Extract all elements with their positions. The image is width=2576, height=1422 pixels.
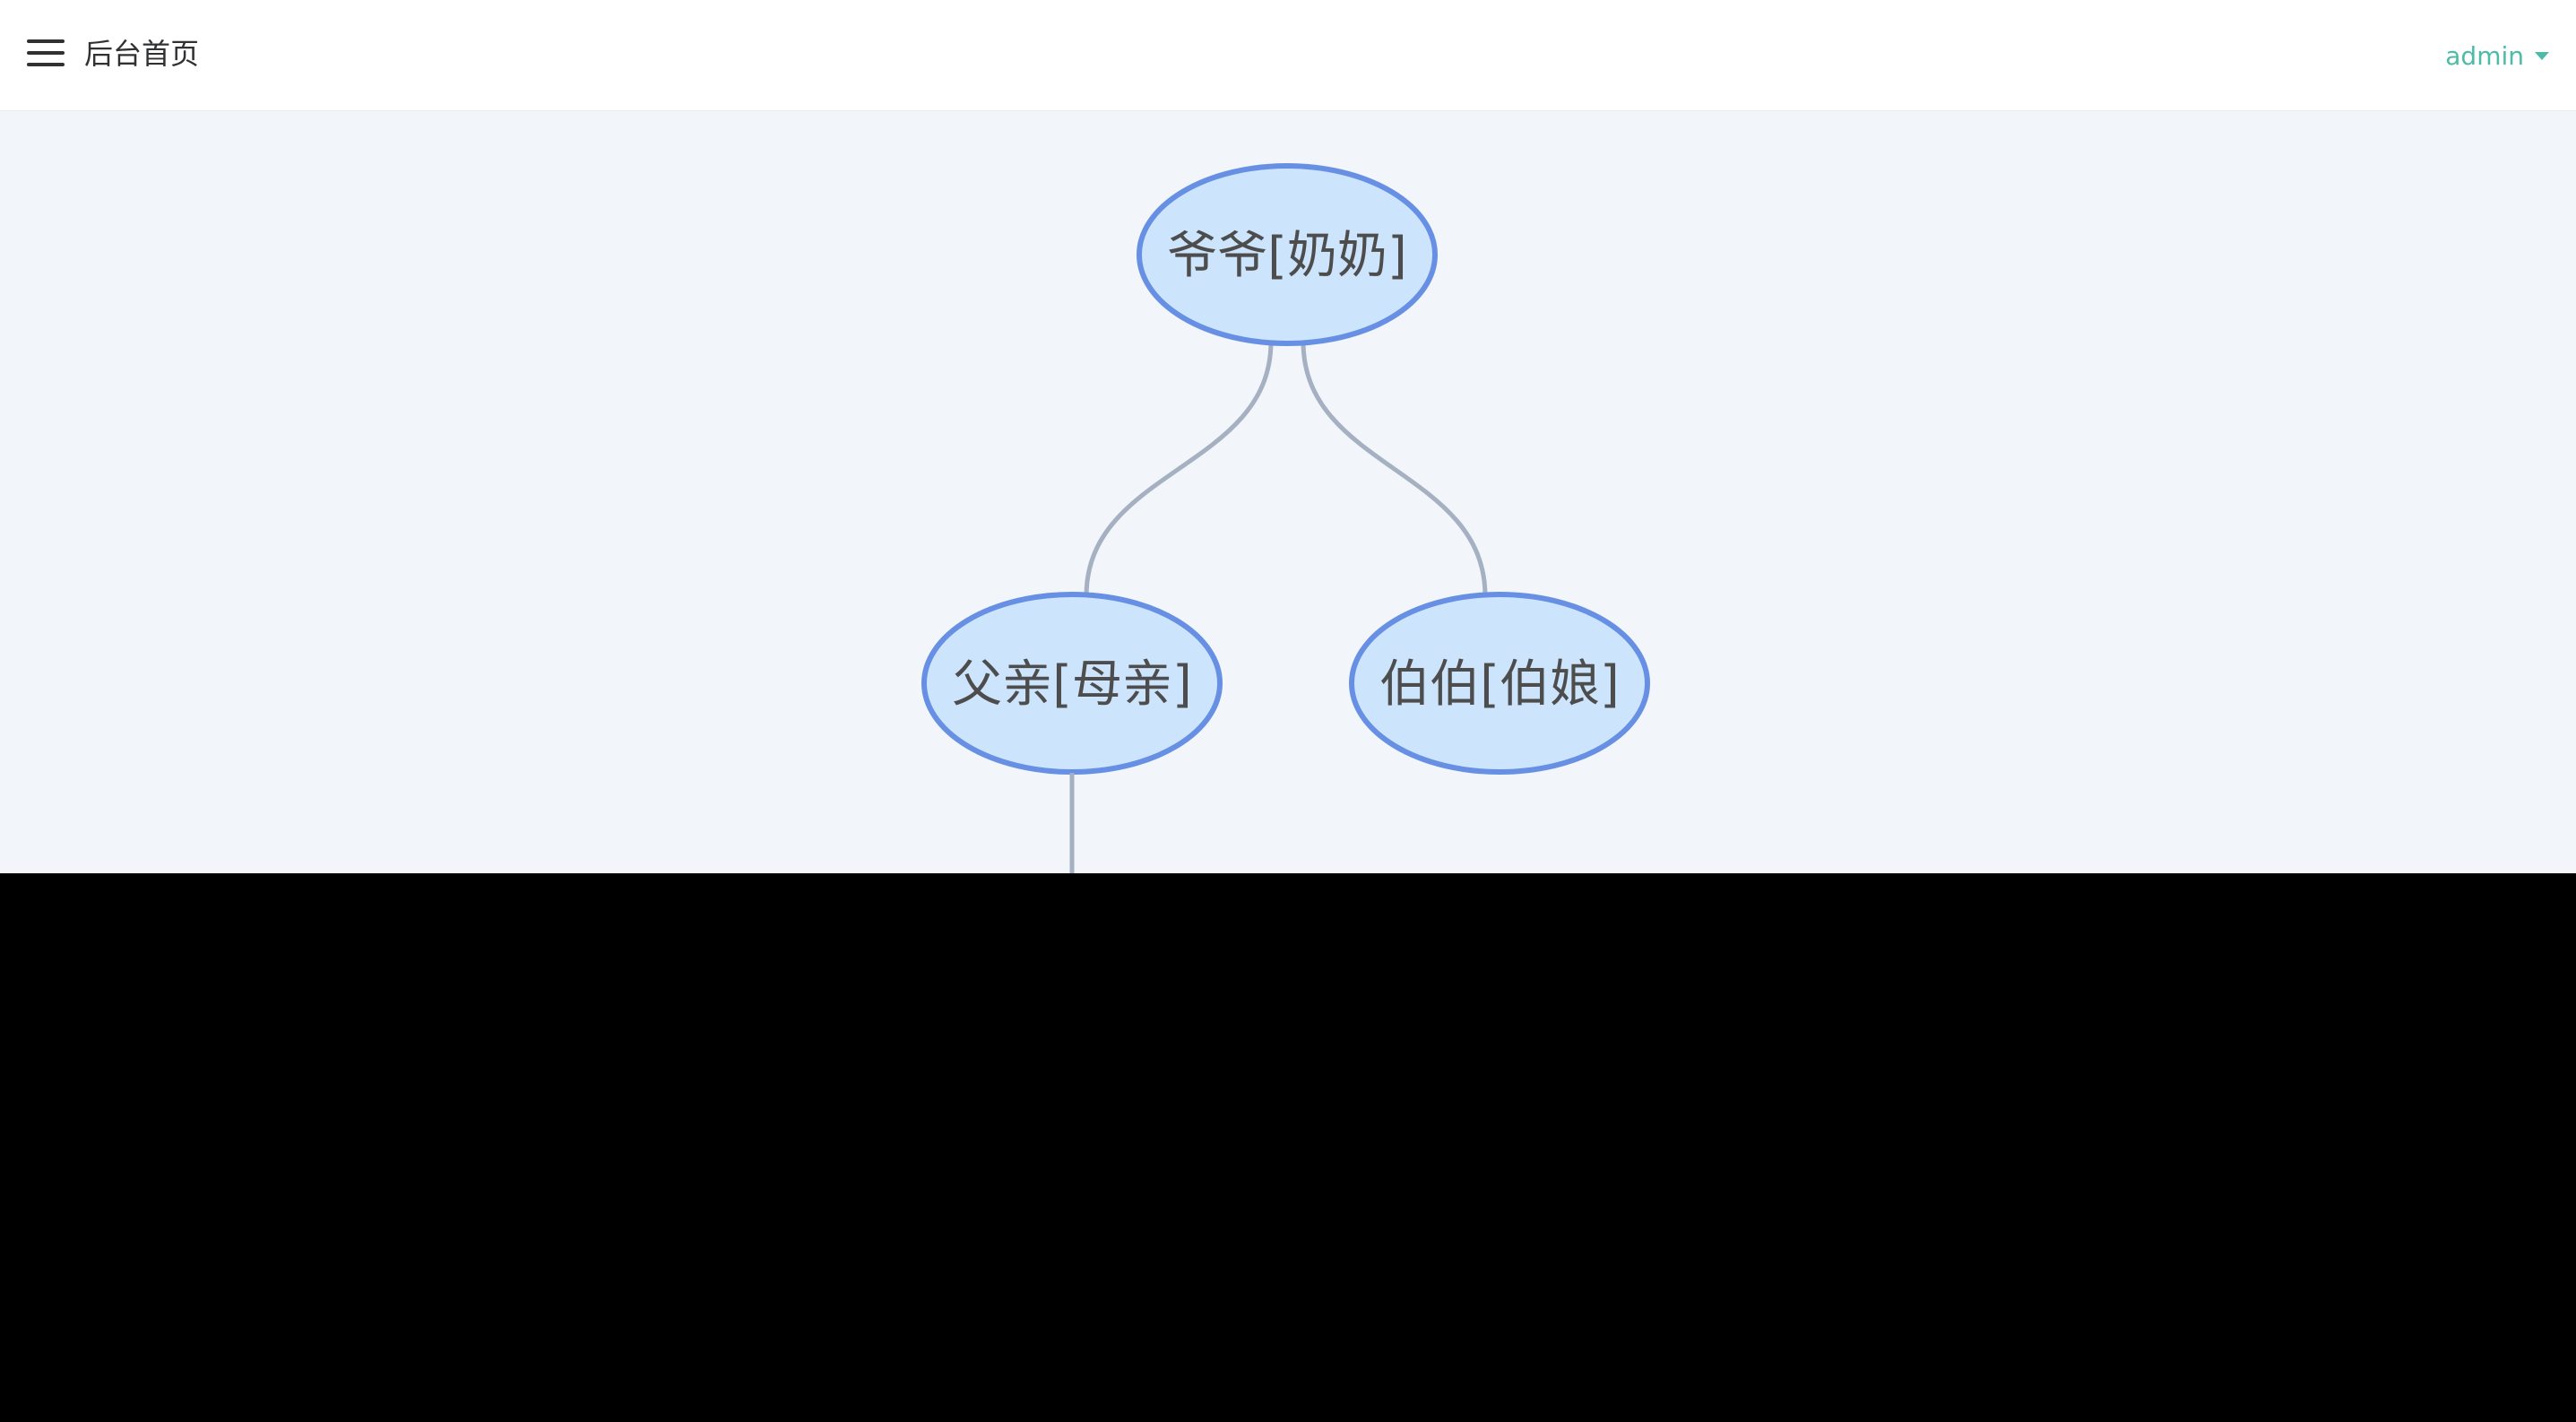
tree-node-uncle[interactable]: 伯伯[伯娘]: [1349, 592, 1650, 775]
tree-link-grandparents-uncle: [1301, 341, 1488, 597]
black-overlay: [0, 873, 2576, 1422]
hamburger-menu-icon[interactable]: [27, 38, 65, 68]
tree-node-grandparents[interactable]: 爷爷[奶奶]: [1137, 163, 1438, 346]
tree-node-parents[interactable]: 父亲[母亲]: [921, 592, 1223, 775]
tree-node-label: 父亲[母亲]: [952, 655, 1192, 714]
tree-node-label: 爷爷[奶奶]: [1167, 227, 1407, 285]
tree-node-shape: [921, 592, 1223, 775]
user-dropdown[interactable]: admin: [2445, 38, 2549, 74]
tree-link-grandparents-parents: [1084, 341, 1274, 597]
username-label: admin: [2445, 40, 2524, 71]
breadcrumb-home[interactable]: 后台首页: [84, 37, 200, 71]
family-tree-area: 爷爷[奶奶] 父亲[母亲] 伯伯[伯娘]: [0, 111, 2576, 873]
family-tree-diagram: 爷爷[奶奶] 父亲[母亲] 伯伯[伯娘]: [921, 163, 1650, 873]
top-navbar: 后台首页 admin: [0, 0, 2576, 111]
tree-node-shape: [1137, 163, 1438, 346]
tree-node-shape: [1349, 592, 1650, 775]
caret-down-icon: [2535, 51, 2549, 60]
tree-node-label: 伯伯[伯娘]: [1379, 655, 1620, 714]
